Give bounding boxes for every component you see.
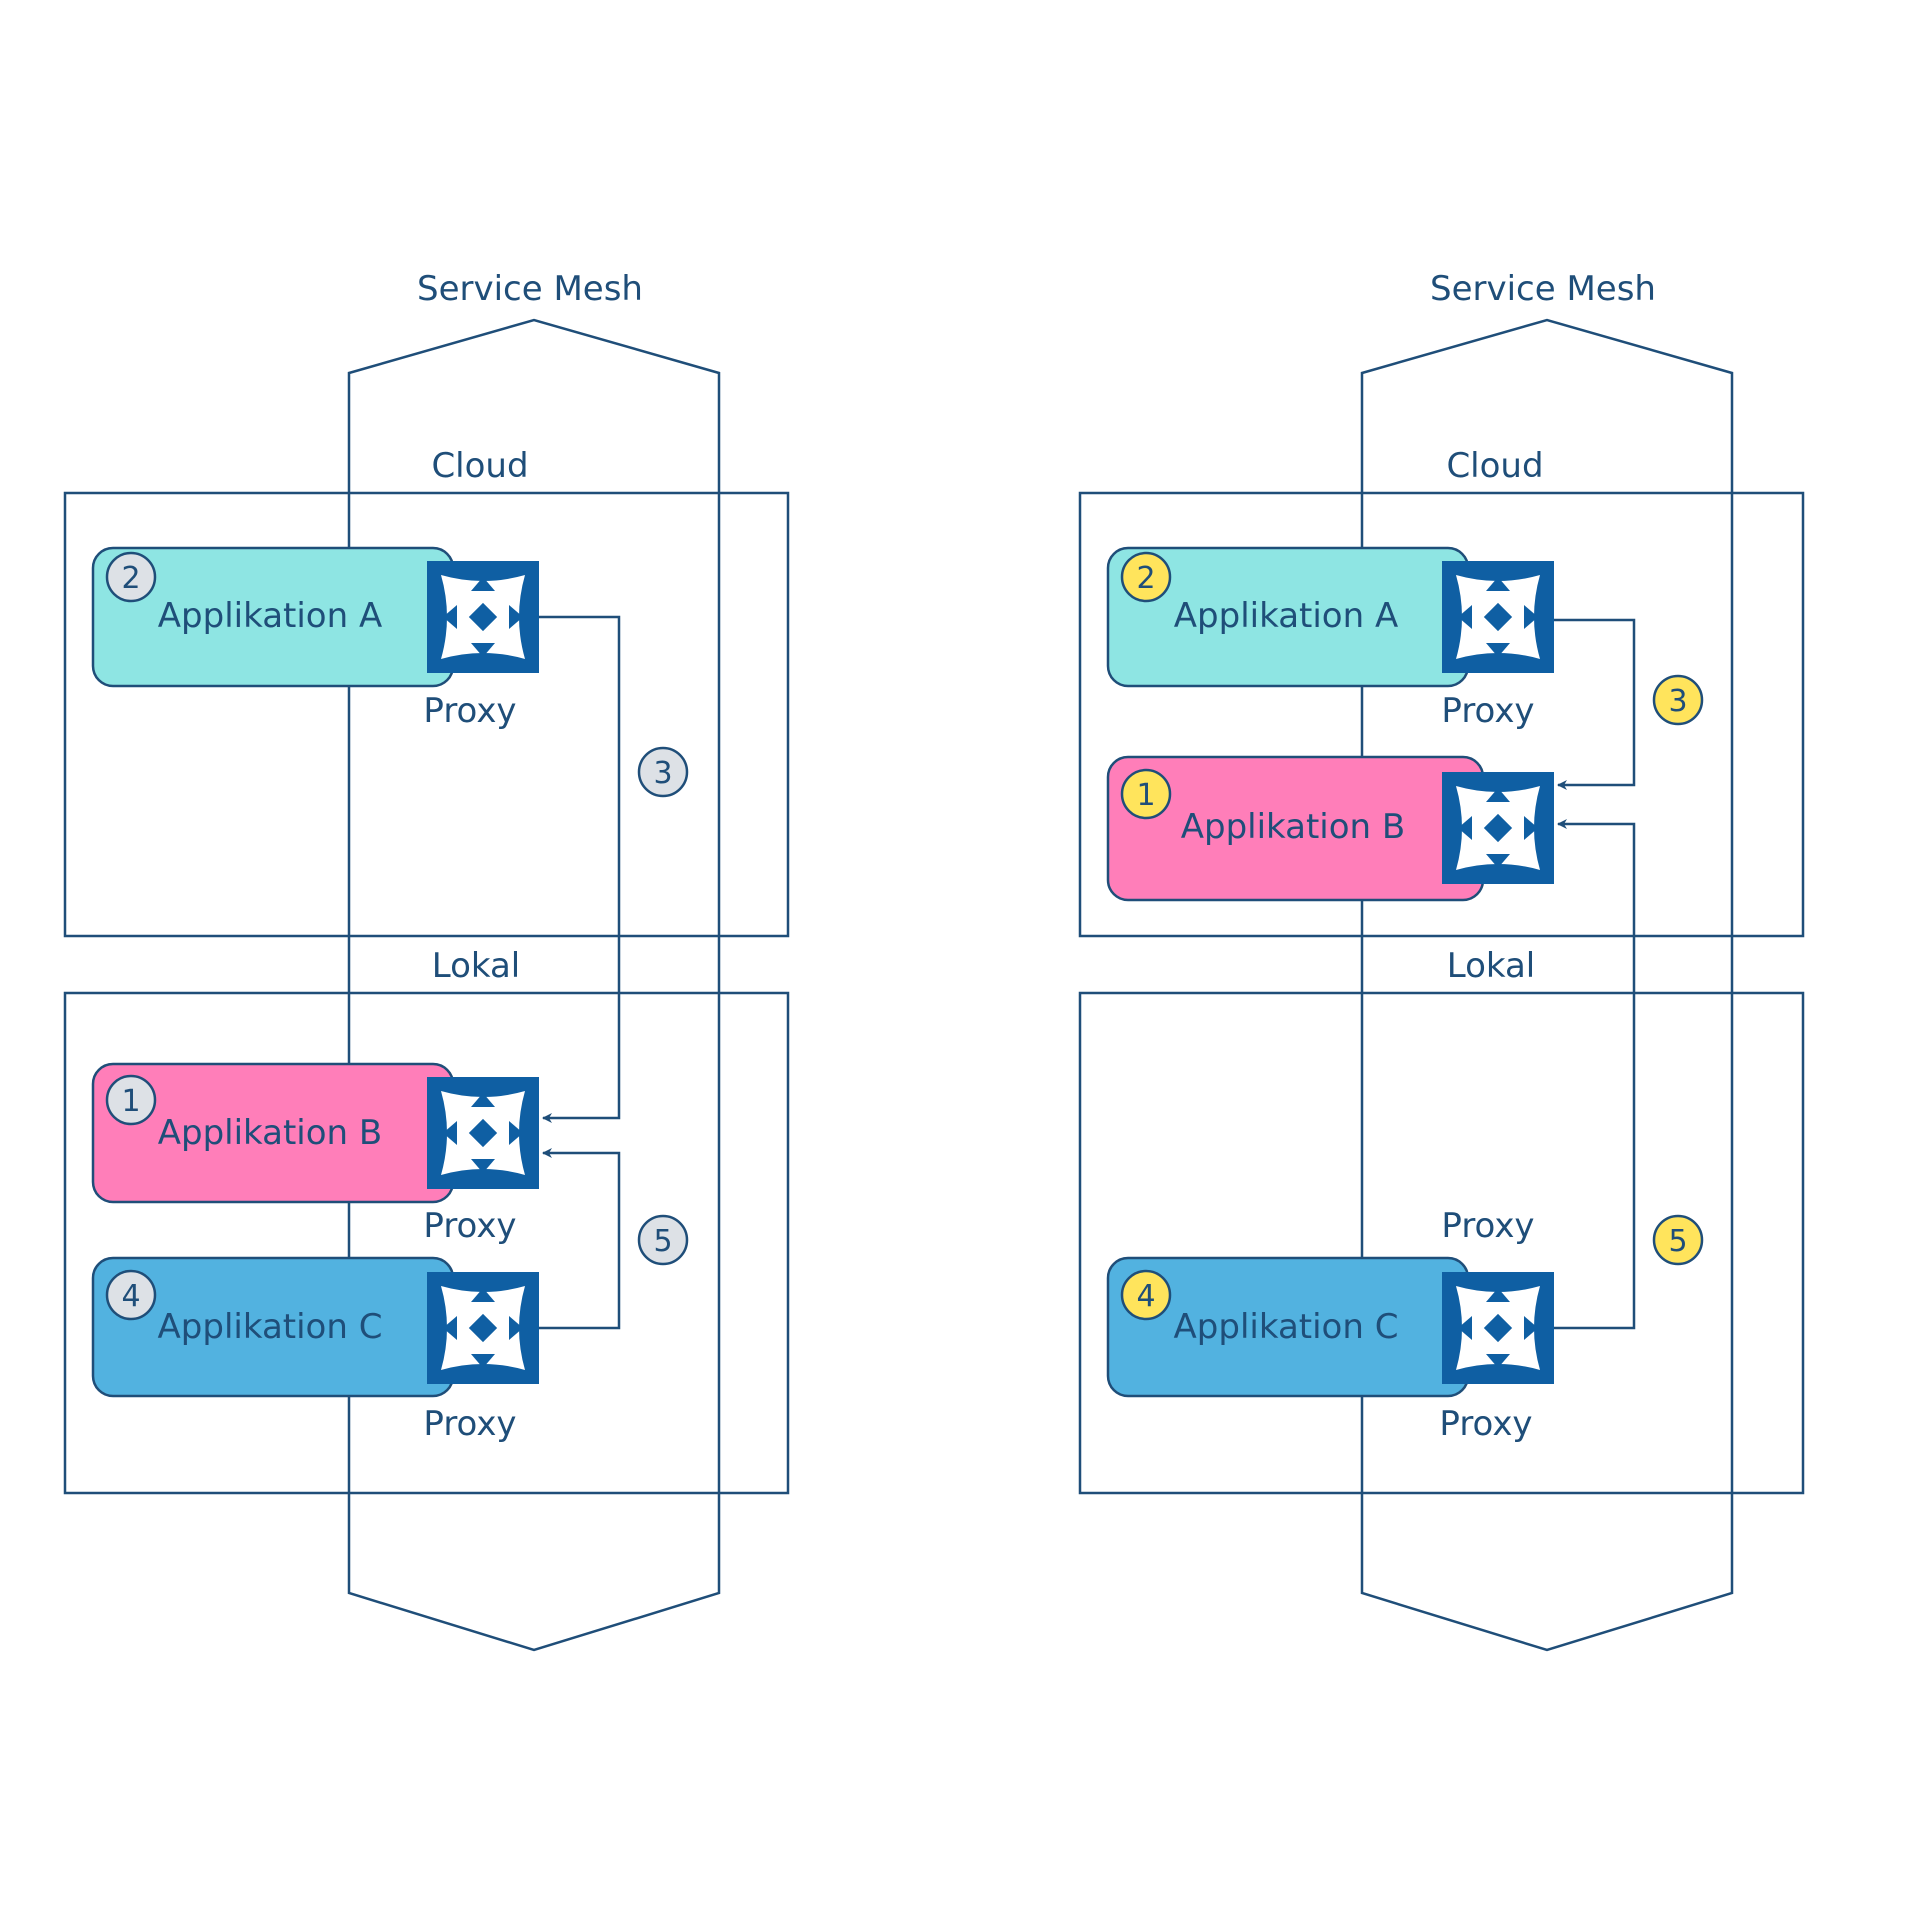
- step-badge-5-label: 5: [1668, 1224, 1687, 1259]
- app-a-label: Applikation A: [158, 596, 382, 636]
- step-badge-1-label: 1: [1136, 778, 1155, 813]
- app-a-label: Applikation A: [1174, 596, 1398, 636]
- step-badge-3: [637, 746, 689, 798]
- proxy-icon[interactable]: [1442, 561, 1554, 673]
- app-c-label: Applikation C: [1174, 1307, 1399, 1347]
- step-badge-4-label: 4: [121, 1279, 140, 1314]
- proxy-icon[interactable]: [427, 1272, 539, 1384]
- step-badge-4: [1120, 1269, 1172, 1321]
- step-badge-2: [105, 551, 157, 603]
- proxy-label: Proxy: [1439, 1404, 1532, 1444]
- flow-arrow-5: [539, 1148, 621, 1330]
- proxy-label: Proxy: [423, 1206, 516, 1246]
- lokal-label: Lokal: [432, 946, 521, 986]
- step-badge-3: [1652, 674, 1704, 726]
- step-badge-4-label: 4: [1136, 1279, 1155, 1314]
- cloud-zone: [63, 491, 790, 938]
- proxy-label: Proxy: [423, 691, 516, 731]
- cloud-zone: [1078, 491, 1805, 938]
- app-c-label: Applikation C: [158, 1307, 383, 1347]
- cloud-label: Cloud: [1446, 446, 1543, 486]
- left-diagram: Service Mesh Cloud Lokal 2 Applikation A…: [63, 269, 790, 1652]
- right-diagram: Service Mesh Cloud Lokal 2 Applikation A…: [1078, 269, 1805, 1652]
- proxy-label: Proxy: [1441, 1206, 1534, 1246]
- app-b-label: Applikation B: [158, 1113, 383, 1153]
- step-badge-2-label: 2: [121, 561, 140, 596]
- proxy-label: Proxy: [423, 1404, 516, 1444]
- flow-arrow-5: [1554, 819, 1636, 1330]
- step-badge-1: [105, 1074, 157, 1126]
- step-badge-2: [1120, 551, 1172, 603]
- lokal-zone: [63, 991, 790, 1495]
- lokal-label: Lokal: [1447, 946, 1536, 986]
- step-badge-4: [105, 1269, 157, 1321]
- lokal-zone: [1078, 991, 1805, 1495]
- proxy-label: Proxy: [1441, 691, 1534, 731]
- step-badge-3-label: 3: [653, 756, 672, 791]
- step-badge-5: [1652, 1214, 1704, 1266]
- service-mesh-outline: [1360, 318, 1734, 1652]
- step-badge-5: [637, 1214, 689, 1266]
- step-badge-3-label: 3: [1668, 684, 1687, 719]
- cloud-label: Cloud: [431, 446, 528, 486]
- proxy-icon[interactable]: [1442, 772, 1554, 884]
- step-badge-2-label: 2: [1136, 561, 1155, 596]
- flow-arrow-3: [539, 615, 621, 1123]
- service-mesh-outline: [347, 318, 721, 1652]
- step-badge-1-label: 1: [121, 1084, 140, 1119]
- proxy-icon[interactable]: [1442, 1272, 1554, 1384]
- proxy-icon[interactable]: [427, 1077, 539, 1189]
- step-badge-1: [1120, 768, 1172, 820]
- service-mesh-label: Service Mesh: [417, 269, 643, 309]
- service-mesh-label: Service Mesh: [1430, 269, 1656, 309]
- proxy-icon[interactable]: [427, 561, 539, 673]
- app-b-label: Applikation B: [1181, 807, 1406, 847]
- step-badge-5-label: 5: [653, 1224, 672, 1259]
- flow-arrow-3: [1554, 618, 1636, 790]
